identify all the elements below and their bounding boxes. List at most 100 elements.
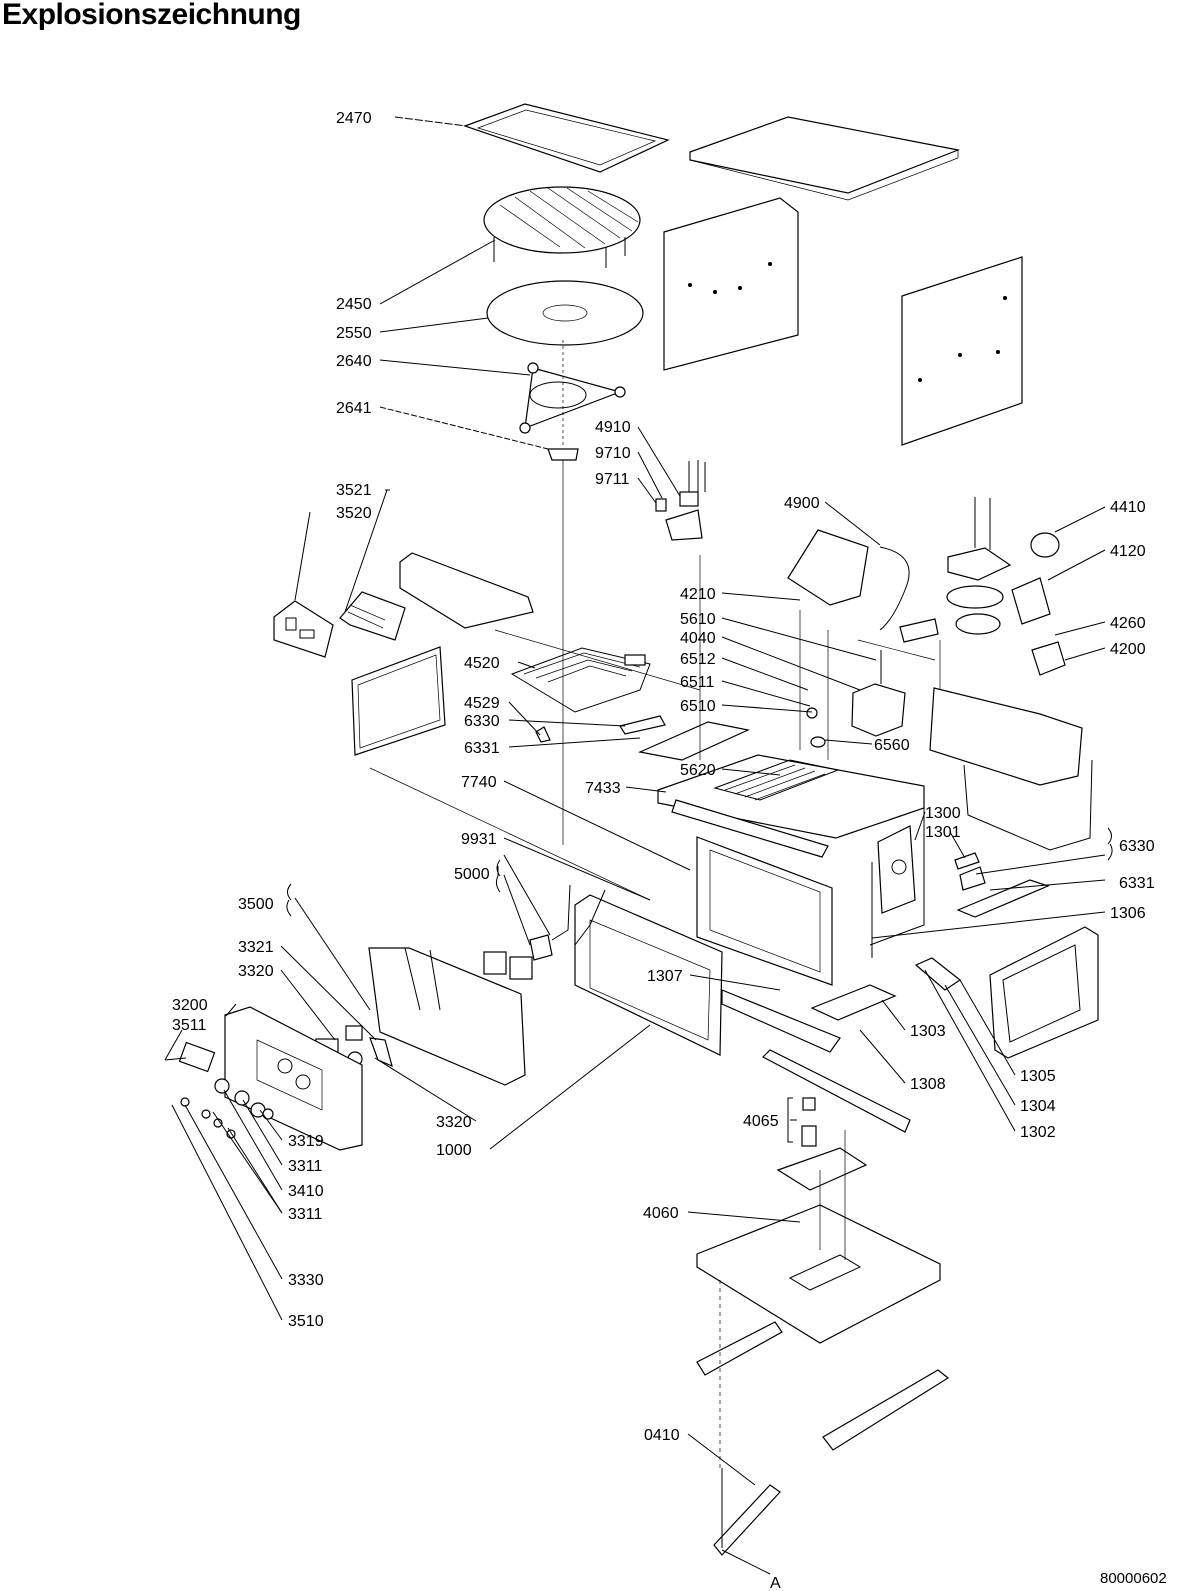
parts-art xyxy=(178,103,1099,1556)
callout-3330: 3330 xyxy=(288,1272,324,1289)
part-3520-pcb xyxy=(273,600,334,658)
callout-3410: 3410 xyxy=(288,1183,324,1200)
callout-6331-left: 6331 xyxy=(464,740,500,757)
callout-7433: 7433 xyxy=(585,780,621,797)
callout-1304: 1304 xyxy=(1020,1098,1056,1115)
callout-6560: 6560 xyxy=(874,737,910,754)
part-base-plate xyxy=(696,1204,941,1344)
part-mica-cover xyxy=(351,646,446,756)
callout-4210: 4210 xyxy=(680,586,716,603)
callout-1300: 1300 xyxy=(925,805,961,822)
leader-lines xyxy=(164,116,1113,1575)
part-2470-tray xyxy=(463,103,670,173)
callout-1306: 1306 xyxy=(1110,905,1146,922)
callout-labels: 2470 2450 2550 2640 2641 4910 9710 9711 … xyxy=(172,110,1155,1591)
callout-5610: 5610 xyxy=(680,611,716,628)
callout-6512: 6512 xyxy=(680,651,716,668)
callout-4410: 4410 xyxy=(1110,499,1146,516)
callout-2450: 2450 xyxy=(336,296,372,313)
part-1305-choke-frame xyxy=(989,926,1099,1059)
part-1300-latch xyxy=(877,825,980,914)
callout-0410: 0410 xyxy=(644,1427,680,1444)
part-1303-hinge-plate xyxy=(810,984,897,1021)
part-side-panel-left xyxy=(663,197,799,371)
callout-3520: 3520 xyxy=(336,505,372,522)
part-2550-turntable-plate xyxy=(486,280,644,346)
callout-9931: 9931 xyxy=(461,831,497,848)
part-6510-sensor xyxy=(806,707,826,748)
callout-1307: 1307 xyxy=(647,968,683,985)
callout-4910: 4910 xyxy=(595,419,631,436)
callout-9710: 9710 xyxy=(595,445,631,462)
callout-1302: 1302 xyxy=(1020,1124,1056,1141)
callout-6331-right: 6331 xyxy=(1119,875,1155,892)
part-2641-coupler xyxy=(547,448,579,461)
assembly-guides xyxy=(369,555,941,1260)
part-4529-clip xyxy=(535,726,551,743)
page-title: Explosionszeichnung xyxy=(2,0,301,31)
part-top-cover xyxy=(689,116,961,194)
part-3521-bracket xyxy=(339,591,406,641)
part-cavity xyxy=(657,754,925,986)
part-2450-grill-rack xyxy=(483,186,641,268)
part-top-duct xyxy=(399,552,534,629)
callout-5620: 5620 xyxy=(680,762,716,779)
callout-4200: 4200 xyxy=(1110,641,1146,658)
callout-3510: 3510 xyxy=(288,1313,324,1330)
part-side-panel-right xyxy=(901,256,1023,446)
callout-1308: 1308 xyxy=(910,1076,946,1093)
callout-4529: 4529 xyxy=(464,695,500,712)
callout-2550: 2550 xyxy=(336,325,372,342)
part-6330-bracket xyxy=(619,715,666,735)
callout-3311-upper: 3311 xyxy=(288,1158,323,1175)
part-4900-lamp-cable xyxy=(787,529,939,643)
callout-7740: 7740 xyxy=(461,774,497,791)
callout-4060: 4060 xyxy=(643,1205,679,1222)
part-7433-waveguide xyxy=(671,799,829,858)
callout-3320-top: 3320 xyxy=(238,963,274,980)
part-4120-motor xyxy=(946,577,1051,635)
callout-4040: 4040 xyxy=(680,630,716,647)
part-4200-back-bracket xyxy=(929,641,1093,851)
part-bottom-rail xyxy=(762,1049,911,1133)
part-4410-fan xyxy=(947,497,1060,581)
callout-1305: 1305 xyxy=(1020,1068,1056,1085)
callout-3320-bottom: 3320 xyxy=(436,1114,472,1131)
part-4065-motor-cap xyxy=(801,1097,817,1147)
part-foot-rail-left xyxy=(696,1321,783,1376)
part-0410-foot xyxy=(713,1468,781,1556)
part-6331-rail xyxy=(637,721,750,761)
callout-4260: 4260 xyxy=(1110,615,1146,632)
callout-2640: 2640 xyxy=(336,353,372,370)
callout-A: A xyxy=(770,1575,781,1591)
callout-2641: 2641 xyxy=(336,400,372,417)
part-6330-bracket-right xyxy=(956,866,1050,918)
part-5000-relays xyxy=(483,884,606,980)
callout-5000: 5000 xyxy=(454,866,490,883)
callout-4120: 4120 xyxy=(1110,543,1146,560)
part-4910-switch-block xyxy=(655,460,706,541)
part-door-rail xyxy=(721,989,841,1053)
callout-3311-lower: 3311 xyxy=(288,1206,323,1223)
callout-9711: 9711 xyxy=(595,471,630,488)
part-3200-control-panel xyxy=(224,1006,363,1151)
callout-3200: 3200 xyxy=(172,997,208,1014)
callout-4900: 4900 xyxy=(784,495,820,512)
part-foot-rail-right xyxy=(822,1369,950,1451)
part-1302-hinge xyxy=(914,957,962,991)
callout-3321: 3321 xyxy=(238,939,274,956)
callout-6330-left: 6330 xyxy=(464,713,500,730)
callout-3521: 3521 xyxy=(336,482,372,499)
part-4040-transformer xyxy=(851,650,906,737)
callout-3511: 3511 xyxy=(172,1017,207,1034)
callout-3500: 3500 xyxy=(238,896,274,913)
document-number: 80000602 xyxy=(1100,1570,1167,1587)
callout-2470: 2470 xyxy=(336,110,372,127)
callout-1000: 1000 xyxy=(436,1142,472,1159)
callout-3319: 3319 xyxy=(288,1133,324,1150)
callout-6330-right: 6330 xyxy=(1119,838,1155,855)
part-3500-control-module xyxy=(368,947,526,1086)
callout-6510: 6510 xyxy=(680,698,716,715)
part-4520-grill-element xyxy=(510,647,651,713)
